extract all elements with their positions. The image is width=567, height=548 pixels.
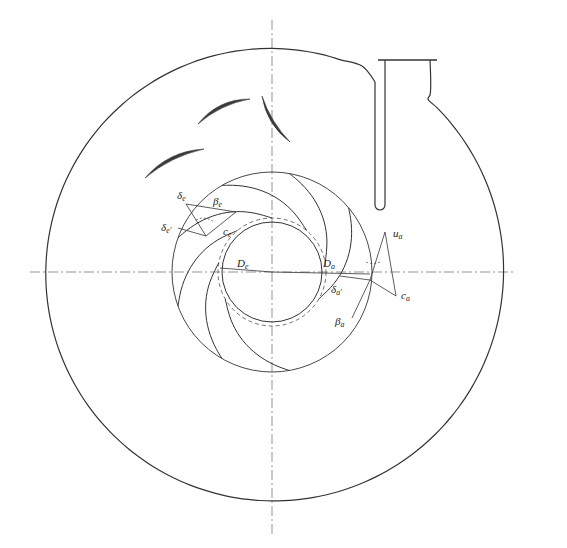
guide-vane — [198, 99, 250, 124]
vector-line — [352, 280, 370, 318]
center-lines — [30, 20, 515, 535]
vector-line — [186, 204, 236, 212]
impeller-blade — [178, 212, 272, 238]
volute-tongue — [375, 60, 385, 210]
impeller-circle — [172, 172, 372, 372]
impeller-blade — [319, 208, 352, 299]
symbol-label: De — [236, 258, 249, 269]
impeller — [172, 172, 372, 372]
symbol-label: ce — [222, 226, 232, 237]
center-line — [272, 20, 273, 535]
angle-arc — [366, 262, 380, 263]
symbol-label: δe' — [160, 222, 172, 233]
guide-vane — [262, 96, 290, 142]
vector-line — [370, 232, 385, 280]
vector-line — [272, 272, 370, 274]
vector-line — [370, 280, 396, 296]
vector-line — [340, 276, 370, 280]
impeller-blade — [206, 263, 222, 359]
symbol-label: ca — [400, 290, 411, 301]
volute-casing — [46, 48, 504, 500]
volute-wall — [46, 48, 504, 500]
guide-vane — [145, 149, 204, 178]
impeller-blade — [225, 299, 289, 370]
symbol-label: δe — [176, 190, 187, 201]
velocity-triangles — [178, 204, 396, 318]
vector-line — [178, 228, 206, 236]
symbol-label: βa — [334, 316, 345, 327]
symbol-label: ua — [392, 228, 403, 239]
impeller-blade — [289, 174, 327, 263]
symbol-label: δa' — [330, 284, 343, 295]
vector-line — [206, 212, 236, 236]
symbol-label: Da — [322, 258, 336, 269]
impeller-blade — [222, 185, 307, 230]
symbol-label: βe — [212, 196, 223, 207]
vector-line — [385, 232, 396, 296]
guide-vanes — [145, 96, 290, 178]
angle-arc — [196, 218, 214, 222]
outlet-flange — [378, 59, 437, 61]
